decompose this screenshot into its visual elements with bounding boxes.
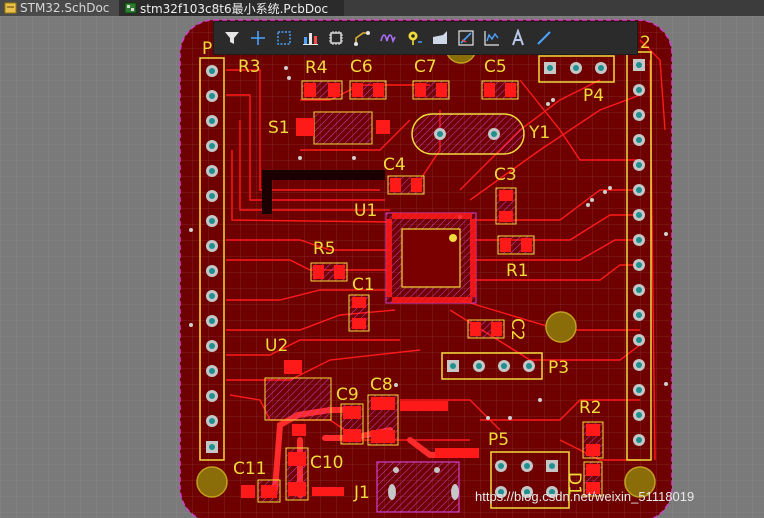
- label-c1: C1: [352, 275, 375, 295]
- usb-connector-j1[interactable]: [376, 448, 479, 513]
- resistor-r4[interactable]: [301, 80, 343, 100]
- line-icon: [537, 31, 551, 45]
- label-y1: Y1: [528, 123, 550, 143]
- label-c4: C4: [383, 155, 406, 175]
- capacitor-c8[interactable]: [367, 394, 448, 446]
- label-u2: U2: [265, 336, 288, 356]
- label-c2: C2: [507, 318, 527, 341]
- ic-u1[interactable]: [385, 212, 477, 304]
- pcb-doc-icon: [124, 2, 137, 14]
- vias: [189, 66, 668, 420]
- active-bar-toolbar: [213, 21, 638, 55]
- header-p5[interactable]: [490, 451, 570, 509]
- place-via-button[interactable]: [402, 25, 426, 51]
- route-button[interactable]: [350, 25, 374, 51]
- label-r2: R2: [579, 398, 602, 418]
- label-c3: C3: [494, 165, 517, 185]
- header-p1[interactable]: [199, 57, 225, 461]
- diff-pair-button[interactable]: [376, 25, 400, 51]
- crosshair-button[interactable]: [246, 25, 270, 51]
- polygon-button[interactable]: [454, 25, 478, 51]
- label-d1: D1: [564, 472, 584, 496]
- label-u1: U1: [354, 201, 377, 221]
- label-j1: J1: [353, 483, 370, 503]
- tab-schematic-label: STM32.SchDoc: [20, 1, 110, 15]
- pcb-view[interactable]: P 2 R3 R4 C6 C7 C5 P4 S1 Y1 C4 C3 U1 R5 …: [0, 16, 764, 518]
- label-c5: C5: [484, 57, 507, 77]
- label-c6: C6: [350, 57, 373, 77]
- document-tab-bar: STM32.SchDoc stm32f103c8t6最小系统.PcbDoc: [0, 0, 764, 16]
- schematic-doc-icon: [4, 2, 17, 14]
- header-p2[interactable]: [626, 51, 652, 461]
- header-p4[interactable]: [538, 55, 615, 83]
- label-p4: P4: [583, 86, 604, 106]
- graph-button[interactable]: [480, 25, 504, 51]
- filter-button[interactable]: [220, 25, 244, 51]
- tab-pcb-label: stm32f103c8t6最小系统.PcbDoc: [140, 1, 329, 16]
- tab-schematic[interactable]: STM32.SchDoc: [0, 0, 120, 16]
- route-icon: [354, 31, 370, 46]
- watermark-text: https://blog.csdn.net/weixin_51118019: [475, 489, 695, 504]
- label-p1: P: [202, 39, 212, 59]
- capacitor-c1[interactable]: [348, 294, 370, 332]
- line-button[interactable]: [532, 25, 556, 51]
- place-component-button[interactable]: [324, 25, 348, 51]
- tab-pcb[interactable]: stm32f103c8t6最小系统.PcbDoc: [120, 0, 344, 16]
- label-r5: R5: [313, 239, 336, 259]
- bar-chart-icon: [303, 33, 318, 45]
- filter-icon: [225, 32, 239, 44]
- component-icon: [329, 31, 343, 45]
- capacitor-c3[interactable]: [495, 187, 517, 225]
- resistor-r1[interactable]: [497, 235, 535, 255]
- select-rect-icon: [277, 31, 291, 45]
- keepout-region: [262, 170, 385, 214]
- capacitor-c4[interactable]: [387, 175, 425, 195]
- label-p5: P5: [488, 430, 509, 450]
- resistor-r5[interactable]: [310, 262, 348, 282]
- label-c9: C9: [336, 385, 359, 405]
- board-outline: [179, 19, 673, 518]
- fill-icon: [433, 31, 447, 44]
- label-r3: R3: [238, 57, 261, 77]
- align-button[interactable]: [298, 25, 322, 51]
- via-pin-icon: [408, 31, 422, 45]
- label-c7: C7: [414, 57, 437, 77]
- regulator-u2[interactable]: [264, 360, 332, 436]
- fill-button[interactable]: [428, 25, 452, 51]
- header-p3[interactable]: [441, 352, 543, 380]
- capacitor-c10[interactable]: [285, 447, 344, 501]
- label-r4: R4: [305, 58, 328, 78]
- label-r1: R1: [506, 261, 529, 281]
- capacitor-c6[interactable]: [349, 80, 387, 100]
- diff-pair-icon: [380, 34, 396, 44]
- pcb-editor-canvas[interactable]: P 2 R3 R4 C6 C7 C5 P4 S1 Y1 C4 C3 U1 R5 …: [0, 16, 764, 518]
- led-d1[interactable]: [583, 461, 603, 497]
- select-rect-button[interactable]: [272, 25, 296, 51]
- capacitor-c11[interactable]: [241, 479, 281, 503]
- switch-s1[interactable]: [296, 111, 390, 145]
- label-s1: S1: [268, 118, 290, 138]
- crystal-y1[interactable]: [411, 113, 525, 155]
- label-c10: C10: [310, 453, 344, 473]
- capacitor-c5[interactable]: [481, 80, 519, 100]
- header-p1-pins: [206, 65, 218, 453]
- header-p2-pins: [633, 59, 645, 446]
- text-icon: [512, 29, 524, 46]
- capacitor-c9[interactable]: [340, 403, 364, 445]
- label-c11: C11: [233, 459, 267, 479]
- capacitor-c2[interactable]: [467, 319, 505, 339]
- crosshair-icon: [251, 31, 265, 45]
- label-c8: C8: [370, 375, 393, 395]
- label-p3: P3: [548, 358, 569, 378]
- capacitor-c7[interactable]: [412, 80, 450, 100]
- label-p2: 2: [640, 33, 651, 53]
- resistor-r2[interactable]: [582, 421, 604, 459]
- text-button[interactable]: [506, 25, 530, 51]
- polygon-icon: [458, 30, 474, 46]
- graph-icon: [484, 31, 499, 46]
